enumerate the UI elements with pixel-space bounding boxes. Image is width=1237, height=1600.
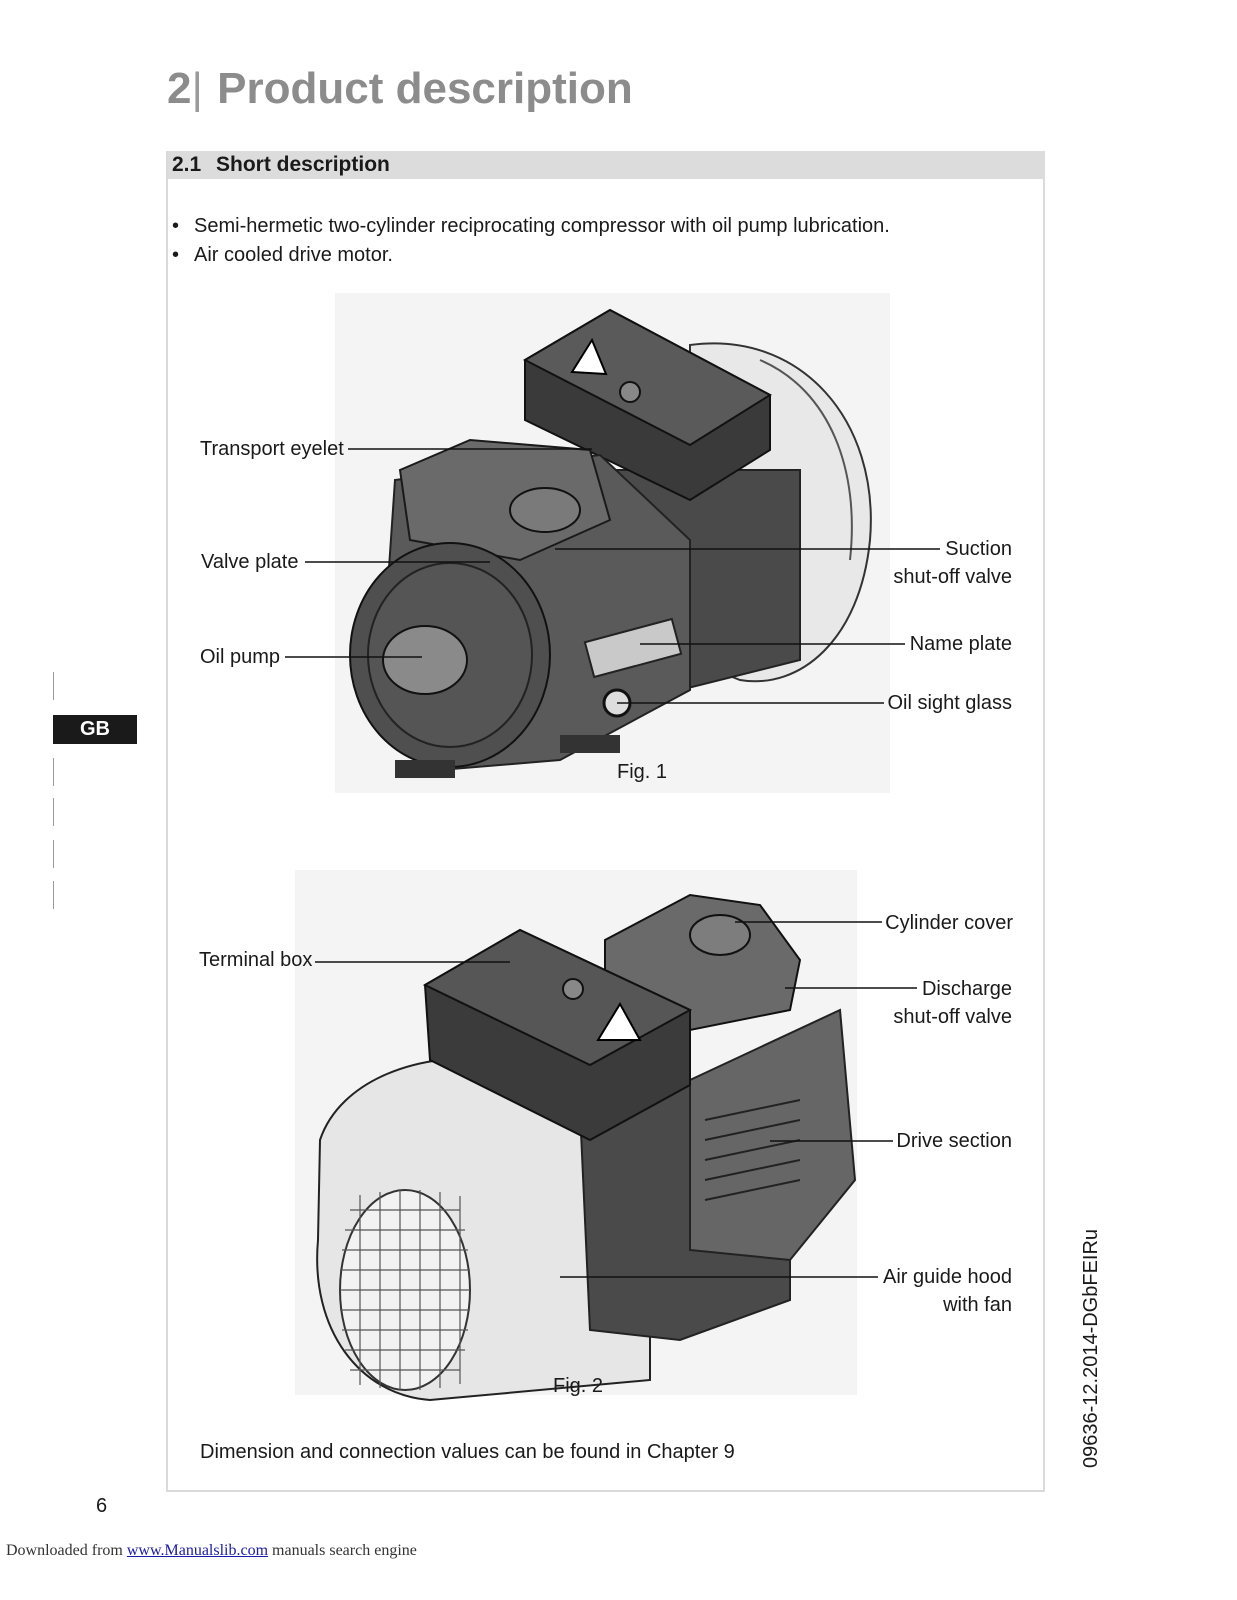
figure2-leader-lines [315,921,917,1278]
compressor-front-illustration [349,308,872,778]
compressor-rear-illustration [316,893,857,1402]
side-divider [53,840,54,868]
figure1-caption: Fig. 1 [617,761,668,783]
language-tab[interactable]: GB [53,715,137,744]
label-discharge-line1: Discharge [921,978,1012,1000]
list-item: •Semi-hermetic two-cylinder reciprocatin… [172,212,890,241]
list-item: •Air cooled drive motor. [172,241,890,270]
label-drive-section: Drive section [896,1130,1012,1152]
section-title: Short description [216,153,390,176]
chapter-title: 2| Product description [167,64,633,114]
footer-suffix: manuals search engine [272,1542,417,1559]
label-cylinder-cover: Cylinder cover [885,912,1013,934]
label-terminal-box: Terminal box [199,949,313,971]
page-number: 6 [96,1495,108,1517]
label-air-guide-line2: with fan [943,1294,1012,1316]
label-suction-line1: Suction [945,538,1012,560]
label-valve-plate: Valve plate [201,551,299,573]
side-divider [53,672,54,700]
label-oil-sight-glass: Oil sight glass [887,692,1013,714]
chapter-title-text: Product description [217,64,633,113]
label-transport-eyelet: Transport eyelet [200,438,344,460]
figure2-caption: Fig. 2 [553,1375,604,1397]
bullet-icon: • [172,244,180,266]
dimension-note: Dimension and connection values can be f… [200,1441,735,1463]
label-air-guide-line1: Air guide hood [883,1266,1012,1288]
figure1-leader-lines [285,448,940,704]
label-oil-pump: Oil pump [200,646,281,668]
side-divider [53,758,54,786]
bullet-list: •Semi-hermetic two-cylinder reciprocatin… [172,212,890,270]
label-discharge-line2: shut-off valve [893,1006,1012,1028]
section-heading: 2.1 Short description [168,151,1045,179]
bullet-icon: • [172,215,180,237]
document-code: 09636-12.2014-DGbFEIRu [1080,1228,1102,1468]
label-name-plate: Name plate [909,633,1012,655]
side-divider [53,798,54,826]
section-number: 2.1 [172,153,202,176]
chapter-number: 2 [167,64,192,113]
download-footer: Downloaded from www.Manualslib.com manua… [6,1542,417,1560]
label-suction-line2: shut-off valve [893,566,1012,588]
title-separator: | [191,64,203,113]
manualslib-link[interactable]: www.Manualslib.com [126,1542,269,1559]
side-divider [53,881,54,909]
footer-prefix: Downloaded from [6,1542,123,1559]
